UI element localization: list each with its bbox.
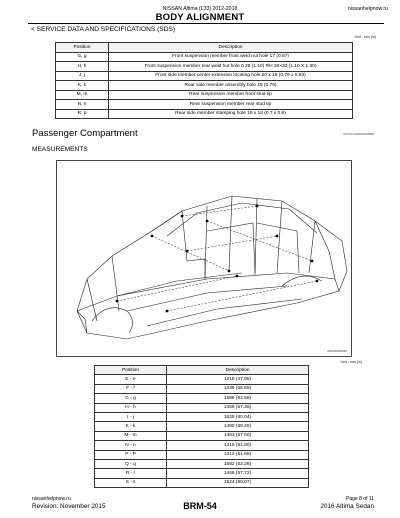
- description-cell: Rear side member stamping hole 18 x 18 (…: [108, 108, 353, 119]
- description-cell: 1218 (47.95): [166, 374, 309, 385]
- position-cell: H, h: [55, 61, 109, 72]
- description-cell: 1525 (60.04): [166, 411, 309, 423]
- description-cell: 1586 (62.56): [166, 393, 309, 404]
- position-cell: R - r: [94, 468, 167, 479]
- table2-header-description: Description: [166, 364, 309, 376]
- position-cell: Q - q: [94, 458, 167, 470]
- table2-header-position: Position: [94, 364, 167, 376]
- description-cell: 1582 (62.28): [166, 458, 309, 470]
- description-cell: 1436 (56.65): [166, 383, 309, 395]
- figure-id: AWKIA0083ZZ: [327, 349, 347, 353]
- position-cell: S - s: [94, 477, 167, 489]
- position-cell: F - f: [94, 383, 167, 395]
- footer-model: 2016 Altima Sedan: [320, 503, 374, 510]
- position-cell: N - n: [94, 440, 167, 451]
- position-cell: G, g: [55, 51, 109, 62]
- info-id: INFOID:0000000005895: [343, 132, 374, 136]
- header-divider: [28, 23, 384, 24]
- description-cell: Rear suspension member rear stud tip: [108, 99, 353, 110]
- description-cell: 1466 (57.72): [166, 468, 309, 479]
- vehicle-header: NISSAN Altima (L33) 2012-2018: [162, 6, 238, 12]
- position-cell: M, m: [55, 89, 109, 100]
- passenger-compartment-title: Passenger Compartment: [32, 128, 138, 139]
- description-cell: 1315 (51.80): [166, 440, 309, 451]
- site-header: nissanhelpnow.ru: [347, 6, 388, 12]
- measurements-title: MEASUREMENTS: [32, 146, 88, 153]
- position-cell: H - h: [94, 402, 167, 413]
- description-cell: Front suspension member rear weld hut ho…: [108, 61, 353, 72]
- table1-header-description: Description: [108, 42, 353, 53]
- position-cell: N, n: [55, 99, 109, 110]
- position-cell: K, k: [55, 80, 109, 91]
- position-cell: M - m: [94, 430, 167, 442]
- car-body-illustration: [76, 195, 348, 340]
- description-cell: 1480 (58.46): [166, 421, 309, 432]
- description-cell: 1459 (57.38): [166, 402, 309, 413]
- body-structure-diagram: AWKIA0083ZZ: [56, 160, 352, 357]
- position-cell: G - g: [94, 393, 167, 404]
- position-cell: E - e: [94, 374, 167, 385]
- position-cell: J, j: [55, 70, 109, 81]
- footer-site: nissanhelpnow.ru: [32, 496, 71, 502]
- description-cell: 1312 (51.65): [166, 449, 309, 460]
- position-cell: I - j: [94, 411, 167, 423]
- description-cell: Rear suspension member front stud tip: [108, 89, 353, 100]
- position-cell: K - k: [94, 421, 167, 432]
- footer-page-number: Page 8 of 11: [346, 496, 374, 502]
- table2-unit: Unit : mm (in): [340, 360, 362, 364]
- description-cell: 1463 (57.60): [166, 430, 309, 442]
- description-cell: Front suspension member front weld nut h…: [108, 51, 353, 62]
- description-cell: 1524 (60.07): [166, 477, 309, 489]
- description-cell: Front side member center extension locat…: [108, 70, 353, 81]
- position-cell: R, p: [55, 108, 109, 119]
- table1-header-position: Position: [55, 42, 109, 53]
- page-title: BODY ALIGNMENT: [155, 12, 245, 23]
- footer-page-code: BRM-54: [183, 501, 217, 511]
- description-cell: Rear side member assembly hole 18 (0.79): [108, 80, 353, 91]
- section-heading: < SERVICE DATA AND SPECIFICATIONS (SDS): [31, 26, 176, 33]
- position-cell: P - P: [94, 449, 167, 460]
- footer-revision: Revision: November 2015: [32, 503, 106, 510]
- table1-unit: Unit : mm (in): [354, 35, 376, 39]
